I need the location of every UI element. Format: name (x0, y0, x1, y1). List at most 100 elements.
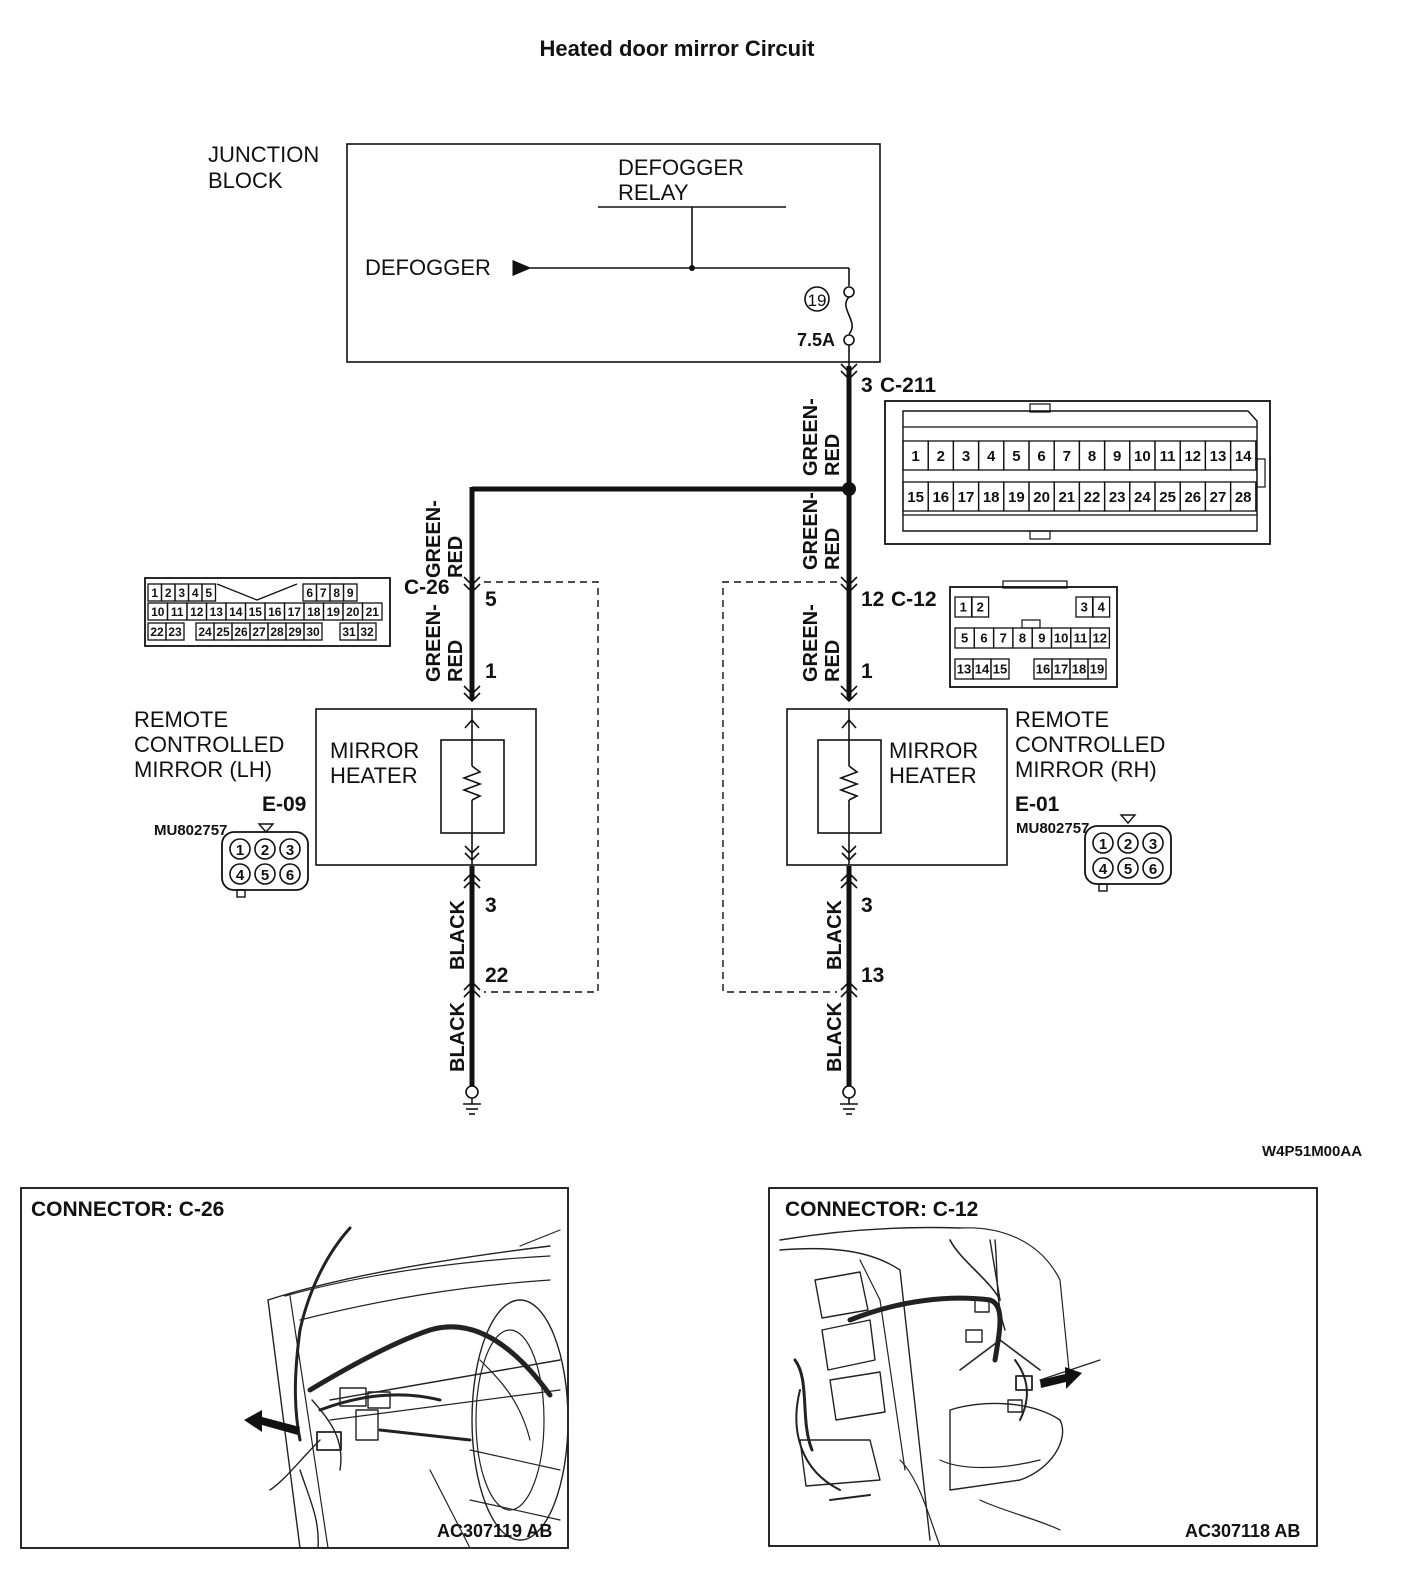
c211-name: C-211 (880, 374, 936, 397)
connector-pin-number: 25 (1159, 489, 1176, 506)
svg-text:2: 2 (261, 842, 269, 859)
c12-pin-top: 12 (861, 588, 884, 611)
connector-pin-number: 5 (205, 586, 212, 600)
mirror-lh-box (315, 708, 537, 866)
ground-right (840, 1085, 858, 1115)
connector-pin-number: 7 (320, 586, 327, 600)
connector-pin-number: 6 (306, 586, 313, 600)
mirror-lh-out-chevron (463, 871, 481, 889)
locator-left-arrow-icon (244, 1410, 300, 1435)
defogger-relay-label-1: DEFOGGER (618, 155, 744, 180)
connector-pin-number: 4 (1098, 600, 1106, 615)
connector-pin-number: 6 (1037, 448, 1045, 465)
connector-pin-number: 5 (1012, 448, 1020, 465)
connector-pin-number: 16 (932, 489, 949, 506)
connector-pin-cell (1089, 627, 1111, 649)
connector-pin-number: 19 (1090, 662, 1104, 677)
connector-pin-number: 27 (252, 625, 266, 639)
mirror-rh-out-chevron (840, 871, 858, 889)
connector-pin-number: 26 (234, 625, 248, 639)
page-title: Heated door mirror Circuit (539, 36, 815, 61)
connector-pin-number: 12 (1184, 448, 1201, 465)
connector-pin-number: 17 (958, 489, 975, 506)
wire-color-text: RED (445, 640, 467, 682)
connector-pin-cell (1087, 658, 1107, 680)
wire-color-text: RED (822, 528, 844, 570)
connector-pin-number: 28 (270, 625, 284, 639)
defogger-relay-label-2: RELAY (618, 180, 689, 205)
connector-pin-number: 23 (1109, 489, 1126, 506)
connector-pin-number: 1 (151, 586, 158, 600)
connector-pin-number: 3 (178, 586, 185, 600)
connector-pin-cell (342, 583, 358, 602)
mirror-rh-label-1: REMOTE (1015, 707, 1109, 732)
connector-pin-number: 16 (1036, 662, 1050, 677)
mirror-lh-heater-element (461, 709, 483, 865)
c12-pin-bottom: 13 (861, 964, 884, 987)
c26-name: C-26 (404, 576, 450, 599)
connector-pin-number: 15 (249, 605, 263, 619)
connector-pin-number: 18 (1072, 662, 1086, 677)
connector-pin-number: 4 (987, 448, 996, 465)
connector-pin-number: 3 (1081, 600, 1088, 615)
connector-pin-number: 16 (268, 605, 282, 619)
connector-pin-number: 6 (980, 631, 987, 646)
connector-pin-cell (1229, 440, 1257, 471)
mirror-lh-heater-2: HEATER (330, 763, 418, 788)
connector-pin-cell (361, 602, 383, 621)
mirror-rh-connector-pins: 1 2 3 4 5 6 (1092, 832, 1164, 879)
connector-pin-number: 13 (1210, 448, 1227, 465)
connector-pin-number: 24 (1134, 489, 1151, 506)
connector-pin-number: 12 (190, 605, 204, 619)
locator-right-illustration (779, 1226, 1101, 1547)
locator-right-code: AC307118 AB (1185, 1521, 1300, 1541)
mirror-rh-connector-face (1084, 825, 1172, 885)
connector-pin-number: 13 (210, 605, 224, 619)
c211-connector-face (884, 400, 1271, 545)
connector-pin-number: 18 (307, 605, 321, 619)
c211-pin-grid: 1152163174185196207218229231024112512261… (902, 440, 1257, 512)
connector-pin-number: 19 (1008, 489, 1025, 506)
mirror-rh-label-3: MIRROR (RH) (1015, 757, 1157, 782)
connector-pin-number: 2 (937, 448, 945, 465)
wire-color-text: GREEN- (800, 492, 822, 570)
connector-pin-number: 10 (1054, 631, 1068, 646)
c26-dashed-outline (484, 581, 599, 993)
locator-right-title: CONNECTOR: C-12 (785, 1198, 978, 1221)
connector-pin-number: 17 (1054, 662, 1068, 677)
connector-pin-number: 26 (1184, 489, 1201, 506)
connector-c12-bottom-chevron (840, 980, 858, 998)
connector-pin-number: 28 (1235, 489, 1252, 506)
connector-pin-cell (303, 622, 323, 641)
mirror-rh-in-chevron (840, 685, 858, 703)
mirror-lh-heater-1: MIRROR (330, 738, 419, 763)
connector-pin-number: 24 (198, 625, 212, 639)
wire-color-text: GREEN- (423, 604, 445, 682)
connector-pin-number: 11 (171, 605, 184, 619)
fuse-number: 19 (808, 291, 827, 310)
connector-pin-number: 20 (1033, 489, 1050, 506)
connector-pin-cell (990, 658, 1010, 680)
connector-pin-cell (165, 622, 185, 641)
fuse-number-circle (804, 286, 830, 312)
fuse-terminal-top (843, 286, 855, 298)
connector-pin-cell (971, 596, 990, 618)
connector-pin-number: 21 (366, 605, 380, 619)
connector-pin-number: 7 (1063, 448, 1071, 465)
wire-black-left-lower: BLACK (447, 1001, 469, 1072)
c26-pin-top: 5 (485, 588, 497, 611)
fuse-element (845, 296, 853, 335)
connector-pin-cell (201, 583, 217, 602)
svg-text:4: 4 (1099, 861, 1108, 878)
mirror-lh-label-2: CONTROLLED (134, 732, 284, 757)
connector-pin-number: 32 (360, 625, 374, 639)
wire-color-left-upper: GREEN- RED (423, 500, 467, 578)
svg-text:6: 6 (1149, 861, 1157, 878)
locator-right-frame (768, 1187, 1318, 1547)
mirror-lh-connector-face (221, 831, 309, 891)
connector-pin-cell (357, 622, 377, 641)
c26-pin-bottom: 22 (485, 964, 508, 987)
connector-pin-number: 29 (288, 625, 302, 639)
connector-pin-number: 10 (1134, 448, 1151, 465)
